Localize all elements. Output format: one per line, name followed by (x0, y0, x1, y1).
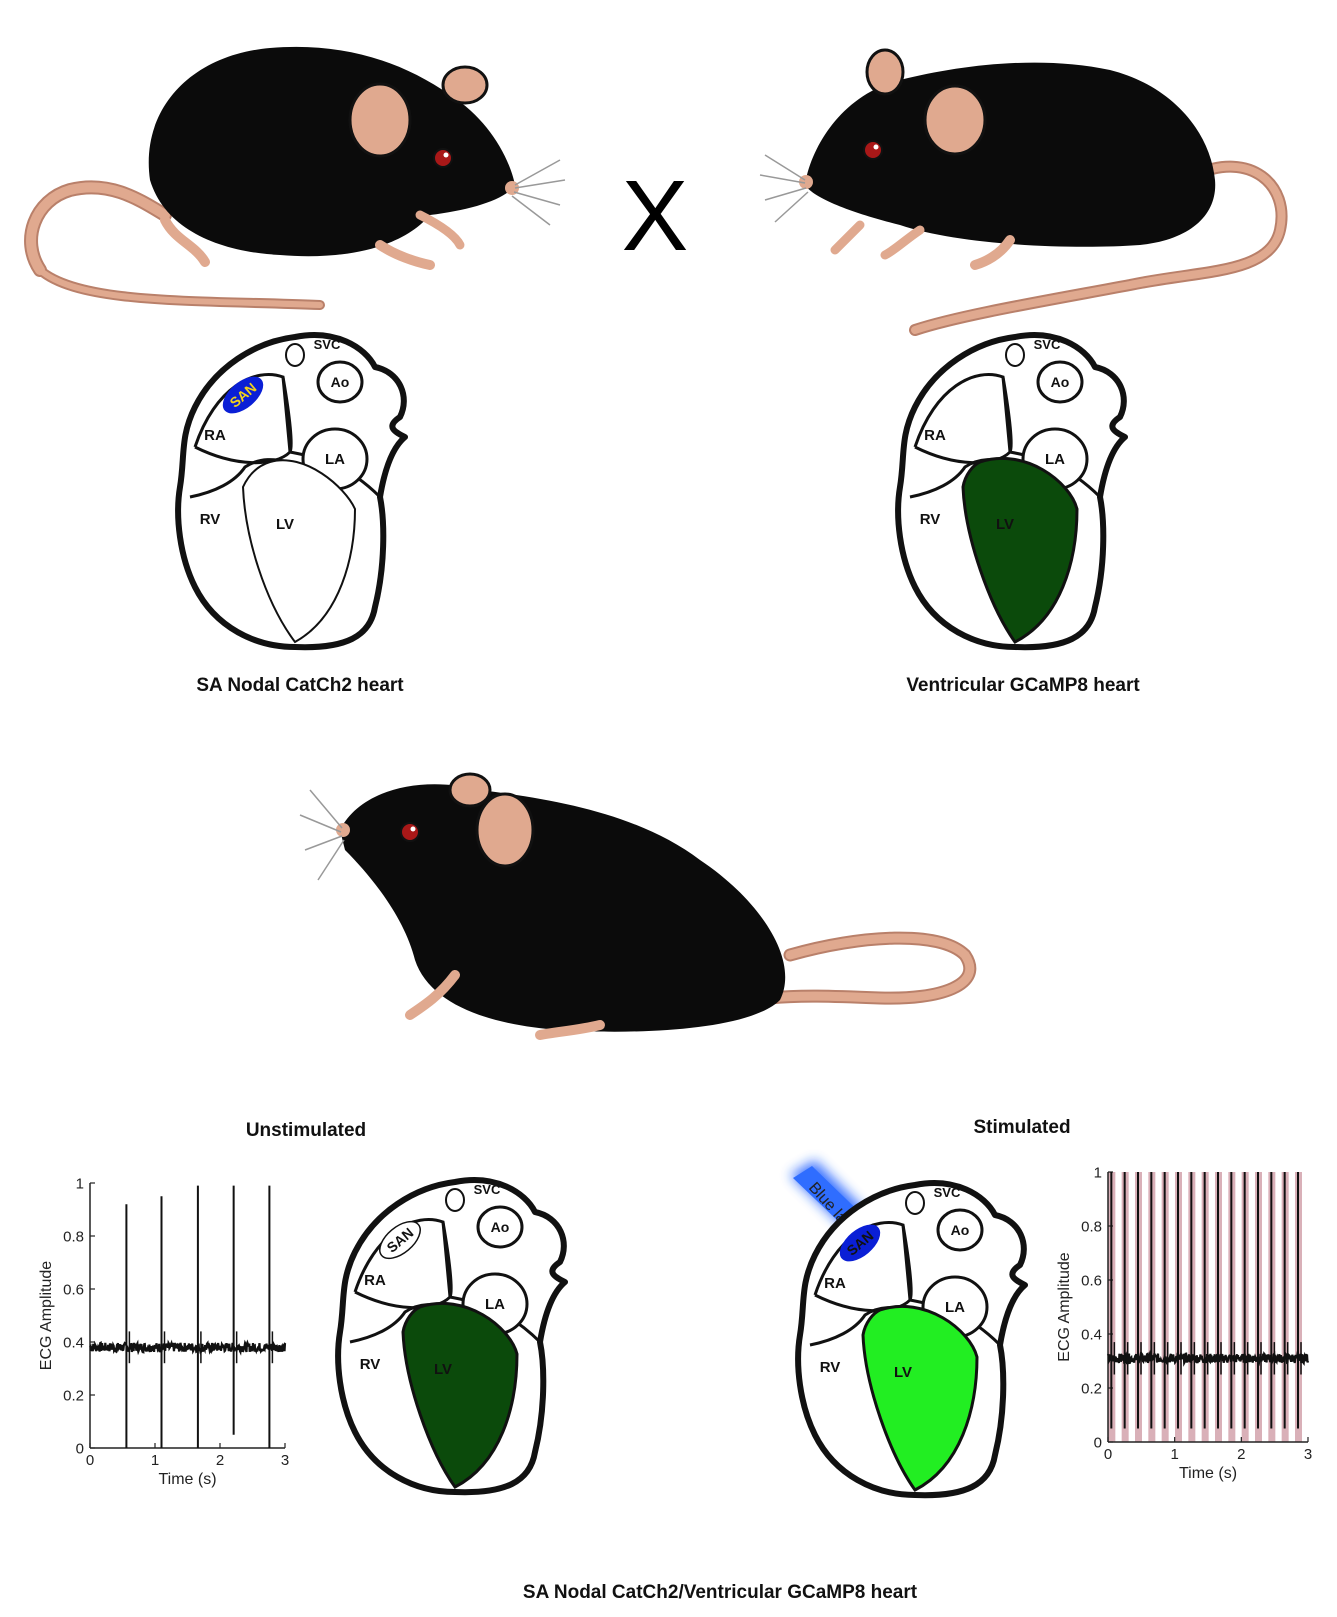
svc-vessel (446, 1189, 464, 1211)
ra-label: RA (364, 1272, 386, 1289)
y-axis-label: ECG Amplitude (38, 1261, 55, 1370)
y-tick-label: 0.8 (1081, 1218, 1102, 1235)
y-tick-label: 0.2 (1081, 1380, 1102, 1397)
x-axis-label: Time (s) (1179, 1465, 1237, 1482)
ra-label: RA (204, 427, 226, 444)
stimulated-title: Stimulated (973, 1117, 1070, 1138)
x-axis-label: Time (s) (158, 1471, 216, 1488)
y-tick-label: 0.4 (63, 1334, 84, 1351)
rv-label: RV (200, 511, 221, 528)
svc-label: SVC (474, 1182, 501, 1197)
y-tick-label: 0.6 (1081, 1272, 1102, 1289)
y-tick-label: 1 (1094, 1164, 1102, 1181)
la-label: LA (485, 1296, 505, 1313)
left-heart-caption: SA Nodal CatCh2 heart (196, 675, 404, 696)
x-tick-label: 3 (1304, 1446, 1312, 1463)
svc-label: SVC (1034, 337, 1061, 352)
x-tick-label: 1 (1170, 1446, 1178, 1463)
unstimulated-title: Unstimulated (246, 1120, 366, 1141)
heart-offspring-unstimulated: SAN SVC Ao RA LA RV LV (338, 1180, 565, 1492)
svc-vessel (906, 1192, 924, 1214)
la-label: LA (945, 1299, 965, 1316)
rv-label: RV (820, 1359, 841, 1376)
ao-label: Ao (331, 374, 350, 390)
la-label: LA (325, 451, 345, 468)
ecg-chart-unstimulated: 0 0.2 0.4 0.6 0.8 1 0 1 2 3Time (s) ECG Amplitude (38, 1175, 289, 1488)
lv-label: LV (434, 1361, 452, 1378)
x-tick-label: 0 (86, 1452, 94, 1469)
x-tick-label: 0 (1104, 1446, 1112, 1463)
rv-label: RV (920, 511, 941, 528)
y-axis-label: ECG Amplitude (1056, 1252, 1073, 1361)
ao-label: Ao (1051, 374, 1070, 390)
svc-label: SVC (314, 337, 341, 352)
svc-vessel (286, 344, 304, 366)
y-tick-label: 0.4 (1081, 1326, 1102, 1343)
y-tick-label: 0.6 (63, 1281, 84, 1298)
ao-label: Ao (951, 1222, 970, 1238)
x-tick-label: 1 (151, 1452, 159, 1469)
lv-label: LV (894, 1364, 912, 1381)
ecg-baseline-trace (90, 1343, 285, 1352)
heart-san-catch2: SAN SVC Ao RA LA RV LV (178, 335, 405, 647)
mouse-illustration-right (760, 50, 1282, 330)
ecg-chart-stimulated: 0 0.2 0.4 0.6 0.8 1 0 1 2 3Time (s) ECG Amplitude (1056, 1164, 1312, 1482)
svc-vessel (1006, 344, 1024, 366)
mouse-illustration-offspring (300, 774, 970, 1035)
y-tick-label: 0 (76, 1440, 84, 1457)
la-label: LA (1045, 451, 1065, 468)
x-tick-label: 2 (1237, 1446, 1245, 1463)
ao-label: Ao (491, 1219, 510, 1235)
heart-ventricular-gcamp8: SVC Ao RA LA RV LV (898, 335, 1125, 647)
x-tick-label: 3 (281, 1452, 289, 1469)
rv-label: RV (360, 1356, 381, 1373)
ra-label: RA (924, 427, 946, 444)
y-tick-label: 1 (76, 1175, 84, 1192)
lv-label: LV (996, 516, 1014, 533)
mouse-illustration-left (31, 47, 565, 305)
lv-label: LV (276, 516, 294, 533)
heart-offspring-stimulated: SAN SVC Ao RA LA RV LV (798, 1183, 1025, 1495)
right-heart-caption: Ventricular GCaMP8 heart (906, 675, 1140, 696)
svc-label: SVC (934, 1185, 961, 1200)
y-tick-label: 0.8 (63, 1228, 84, 1245)
offspring-caption: SA Nodal CatCh2/Ventricular GCaMP8 heart (523, 1582, 918, 1603)
ra-label: RA (824, 1275, 846, 1292)
cross-symbol: X (622, 160, 689, 272)
y-tick-label: 0.2 (63, 1387, 84, 1404)
x-tick-label: 2 (216, 1452, 224, 1469)
y-tick-label: 0 (1094, 1434, 1102, 1451)
